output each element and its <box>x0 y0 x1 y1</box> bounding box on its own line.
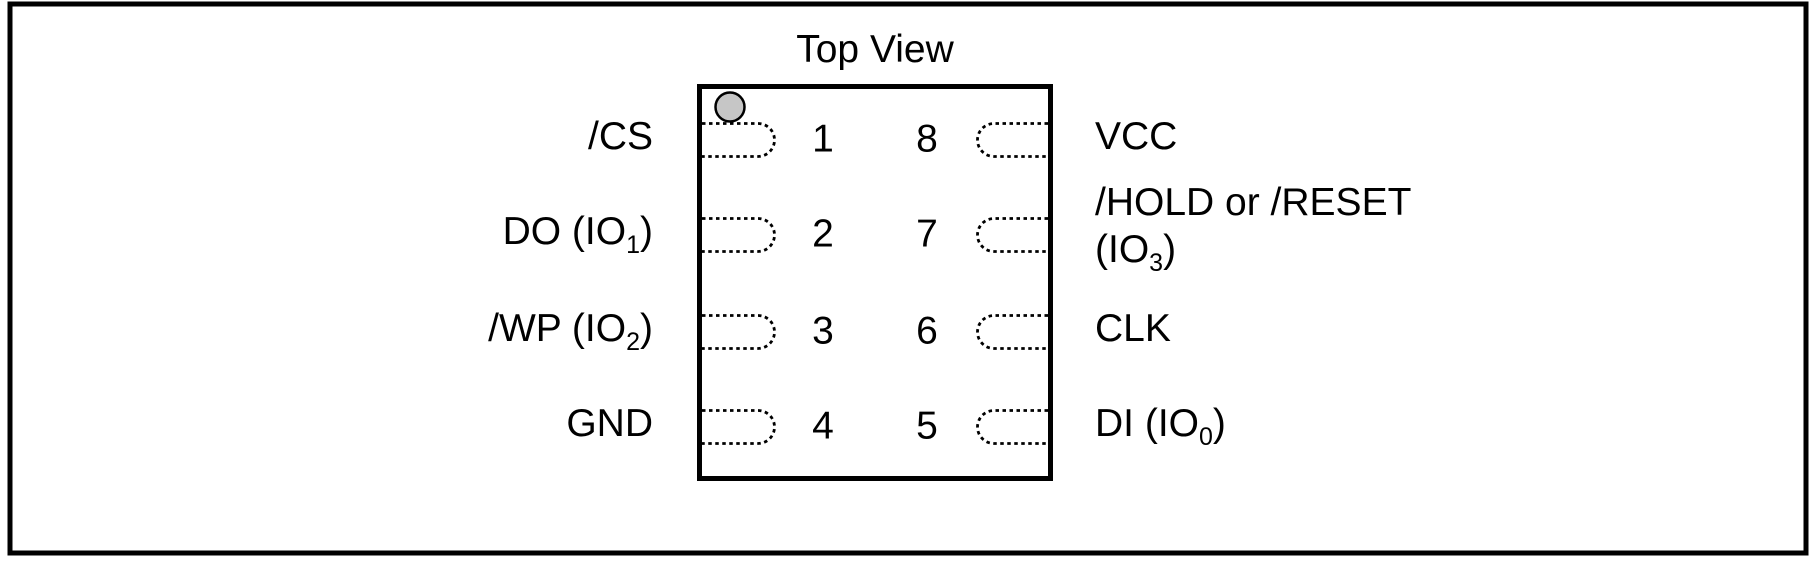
figure-title: Top View <box>796 28 954 71</box>
pin-label-di: DI (IO0) <box>1095 402 1226 452</box>
pin-label-vcc: VCC <box>1095 115 1177 165</box>
pin-label-clk: CLK <box>1095 307 1171 357</box>
figure-border <box>7 1 1809 556</box>
pin-label-hold-reset-line2: (IO3) <box>1095 226 1411 287</box>
pin-number-4: 4 <box>812 404 834 448</box>
pin1-indicator-dot <box>714 91 746 123</box>
pin-label-hold-reset-line1: /HOLD or /RESET <box>1095 181 1412 224</box>
pin-number-3: 3 <box>812 309 834 353</box>
pin-label-clk-text: CLK <box>1095 307 1171 351</box>
pin-label-hold-reset-line2-text: (IO <box>1095 228 1150 271</box>
pin-label-do-subscript: 1 <box>626 231 640 260</box>
pin-pad-7 <box>976 217 1048 253</box>
pin-label-do-text: DO (IO <box>502 210 627 254</box>
pin-label-do: DO (IO1) <box>503 210 653 260</box>
pin-pad-3 <box>702 314 776 350</box>
pin-label-di-suffix: ) <box>1212 402 1226 446</box>
pin-label-cs-text: /CS <box>587 115 653 159</box>
pin-label-cs: /CS <box>588 115 653 165</box>
pin-number-1: 1 <box>812 117 834 161</box>
pin-label-gnd: GND <box>566 402 653 452</box>
pin-label-hold-reset: /HOLD or /RESET (IO3) <box>1095 179 1411 287</box>
pin-number-2: 2 <box>812 212 834 256</box>
pin-pad-8 <box>976 122 1048 158</box>
pin-pad-2 <box>702 217 776 253</box>
pin-pad-4 <box>702 409 776 445</box>
pin-label-di-text: DI (IO <box>1095 402 1199 446</box>
chip-package-outline <box>697 84 1053 481</box>
pin-label-hold-reset-line2-subscript: 3 <box>1149 249 1164 277</box>
pin-label-di-subscript: 0 <box>1199 423 1213 452</box>
pin-pad-1 <box>702 122 776 158</box>
pin-label-wp-subscript: 2 <box>626 328 640 357</box>
pin-number-7: 7 <box>916 212 938 256</box>
pin-pad-5 <box>976 409 1048 445</box>
pin-label-vcc-text: VCC <box>1095 115 1178 159</box>
pin-pad-6 <box>976 314 1048 350</box>
pin-label-hold-reset-line2-suffix: ) <box>1163 228 1177 271</box>
pin-number-6: 6 <box>916 309 938 353</box>
pin-label-wp: /WP (IO2) <box>488 307 653 357</box>
pin-label-gnd-text: GND <box>566 402 653 446</box>
pin-number-8: 8 <box>916 117 938 161</box>
pin-label-wp-suffix: ) <box>640 307 653 351</box>
pin-label-wp-text: /WP (IO <box>488 307 627 351</box>
pin-number-5: 5 <box>916 404 938 448</box>
pin-label-do-suffix: ) <box>640 210 653 254</box>
